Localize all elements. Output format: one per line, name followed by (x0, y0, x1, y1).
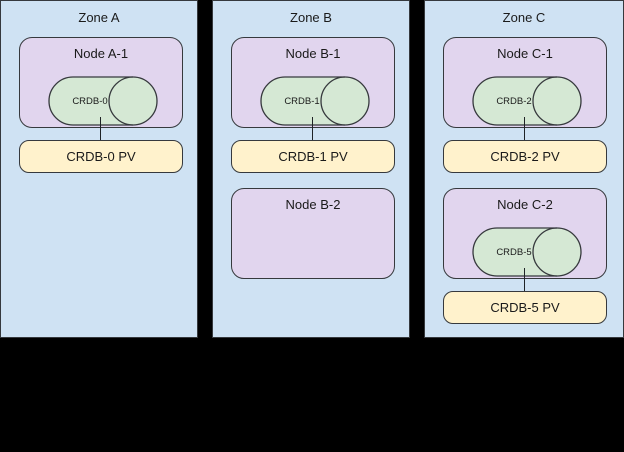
node-b-2[interactable]: Node B-2 (231, 188, 395, 279)
pv-crdb-1[interactable]: CRDB-1 PV (231, 140, 395, 173)
node-a-1-title: Node A-1 (73, 46, 129, 61)
pod-crdb-2[interactable]: CRDB-2 (472, 76, 582, 126)
pod-crdb-1[interactable]: CRDB-1 (260, 76, 370, 126)
pv-crdb-5-label: CRDB-5 PV (490, 299, 560, 315)
pv-crdb-1-label: CRDB-1 PV (278, 148, 348, 164)
cylinder-shape (48, 76, 158, 126)
node-c-2-title: Node C-2 (497, 197, 553, 212)
cylinder-shape (260, 76, 370, 126)
node-c-2[interactable]: Node C-2 CRDB-5 (443, 188, 607, 279)
pod-crdb-0[interactable]: CRDB-0 (48, 76, 158, 126)
pod-crdb-5[interactable]: CRDB-5 (472, 227, 582, 277)
connector-node-b-1-to-crdb-1-pv (312, 117, 313, 141)
pv-crdb-0-label: CRDB-0 PV (66, 148, 136, 164)
connector-node-c-2-to-crdb-5-pv (524, 268, 525, 292)
node-b-1[interactable]: Node B-1 CRDB-1 (231, 37, 395, 128)
pv-crdb-5[interactable]: CRDB-5 PV (443, 291, 607, 324)
pv-crdb-2[interactable]: CRDB-2 PV (443, 140, 607, 173)
cylinder-shape (472, 76, 582, 126)
zone-a: Zone A Node A-1 CRDB-0 CRDB-0 PV (0, 0, 198, 338)
node-b-2-title: Node B-2 (285, 197, 341, 212)
pv-crdb-0[interactable]: CRDB-0 PV (19, 140, 183, 173)
node-c-1-title: Node C-1 (497, 46, 553, 61)
zone-b-title: Zone B (290, 10, 332, 25)
node-a-1[interactable]: Node A-1 CRDB-0 (19, 37, 183, 128)
cylinder-shape (472, 227, 582, 277)
connector-node-c-1-to-crdb-2-pv (524, 117, 525, 141)
pv-crdb-2-label: CRDB-2 PV (490, 148, 560, 164)
zone-a-title: Zone A (78, 10, 120, 25)
zone-c: Zone C Node C-1 CRDB-2 CRDB-2 PV Node C-… (424, 0, 624, 338)
node-c-1[interactable]: Node C-1 CRDB-2 (443, 37, 607, 128)
connector-node-a-1-to-crdb-0-pv (100, 117, 101, 141)
zone-b: Zone B Node B-1 CRDB-1 CRDB-1 PV Node B-… (212, 0, 410, 338)
node-b-1-title: Node B-1 (285, 46, 341, 61)
zone-c-title: Zone C (502, 10, 546, 25)
